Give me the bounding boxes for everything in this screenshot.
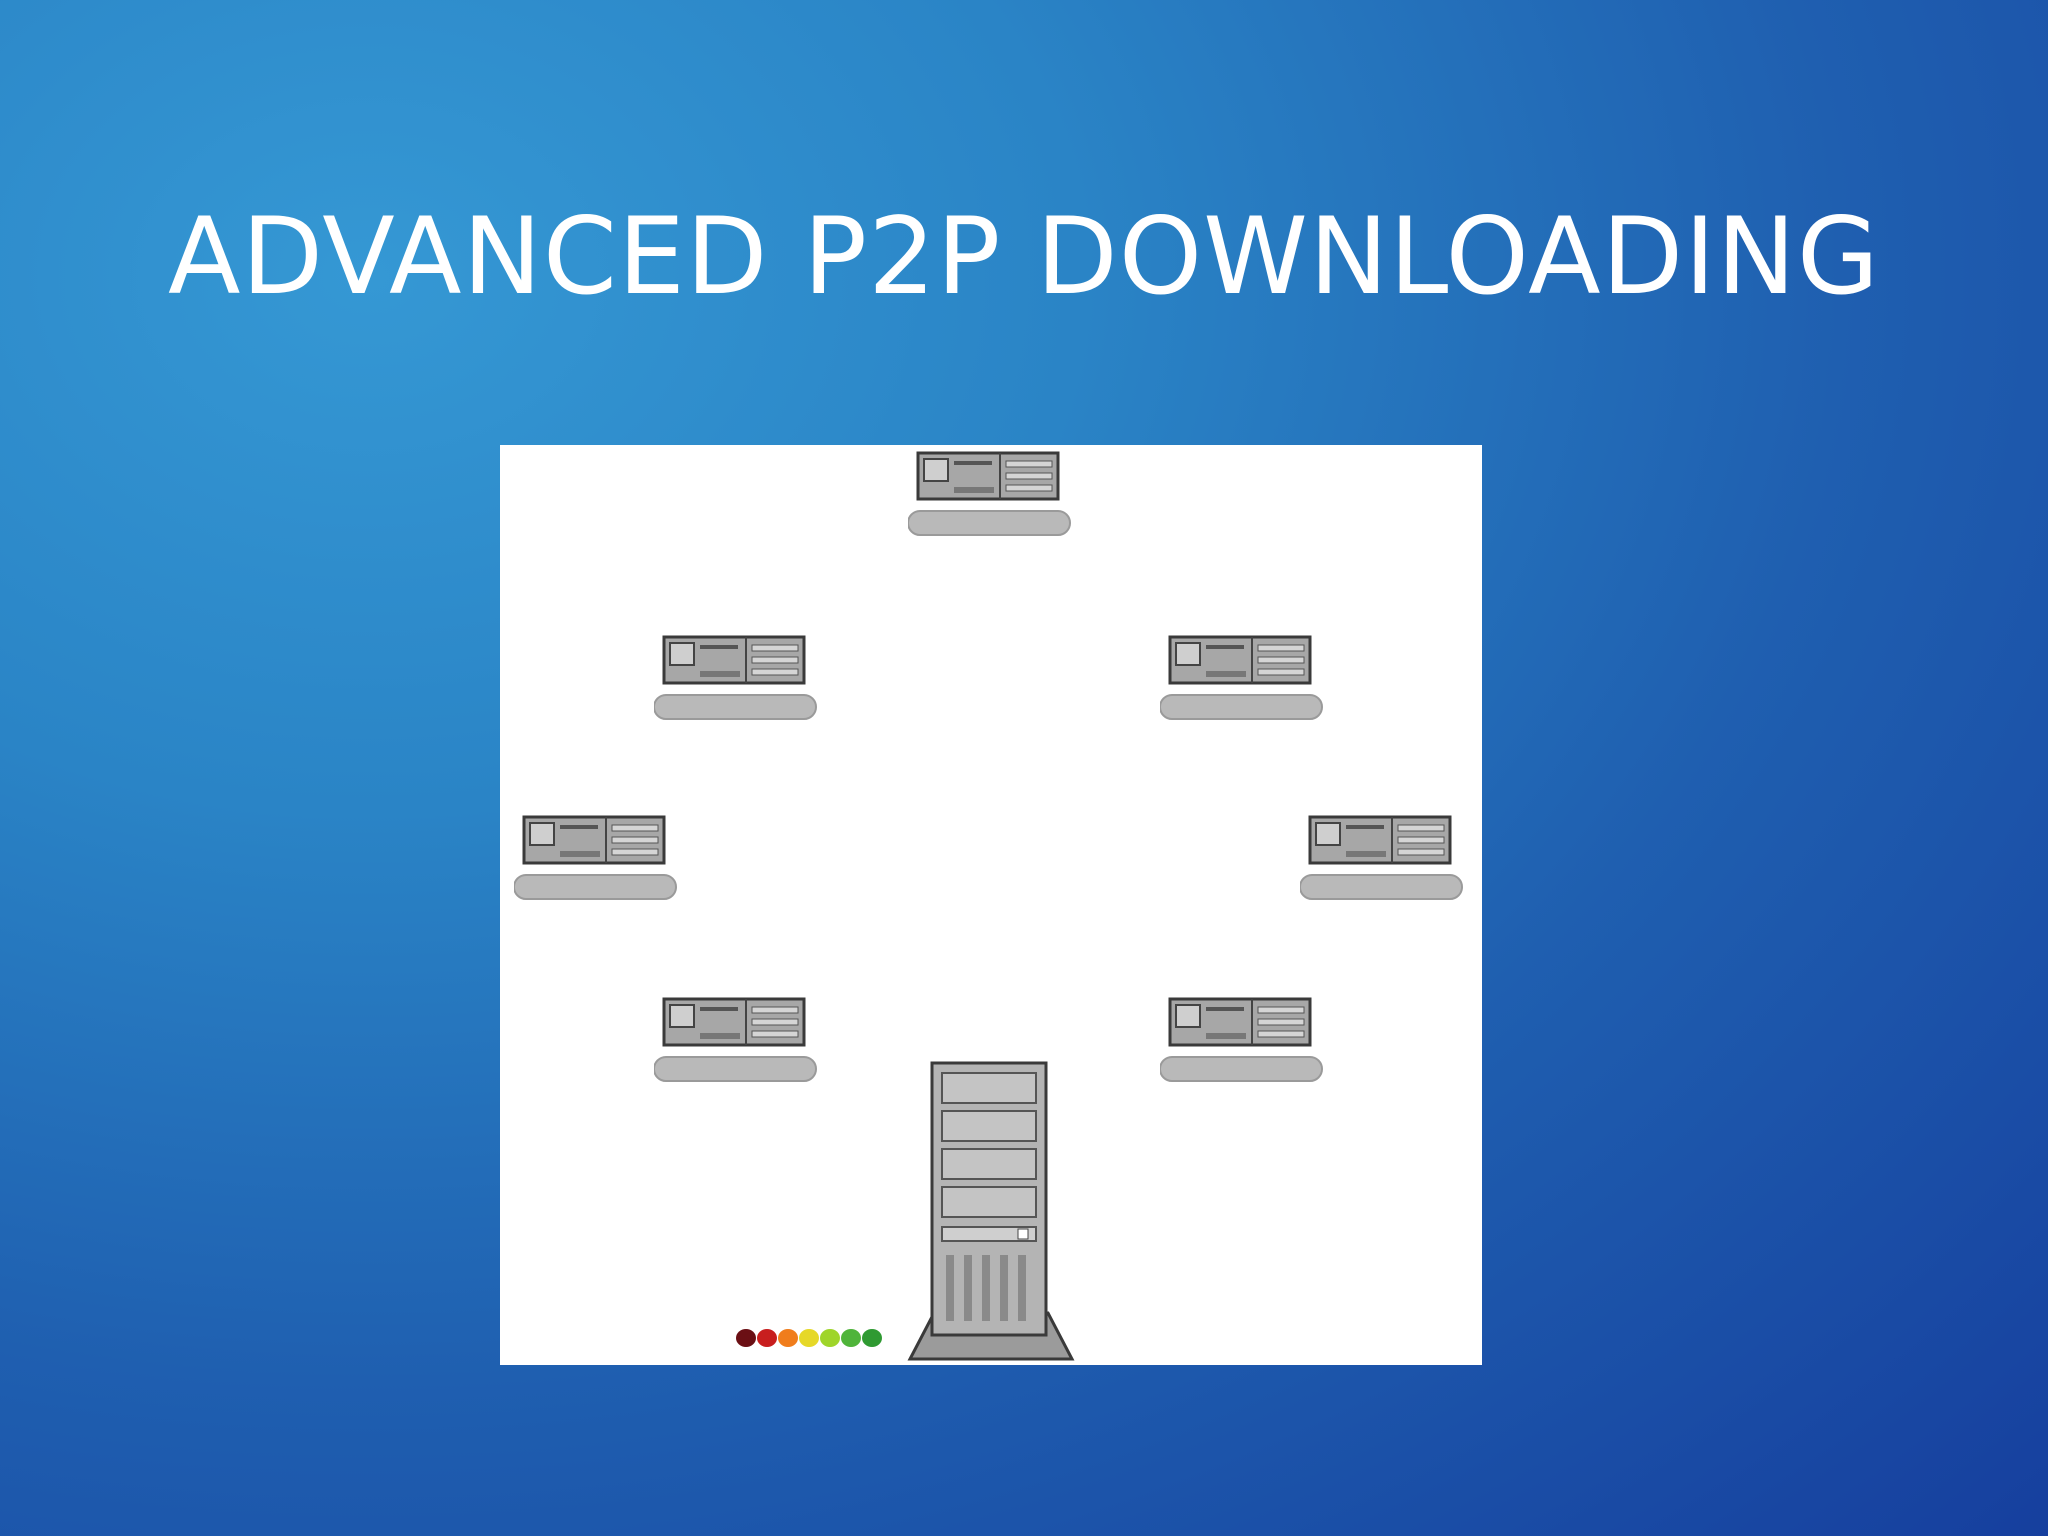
peer-computer-lower-right [1160,997,1328,1083]
meter-segment [736,1329,756,1347]
download-progress-meter [736,1325,896,1351]
desktop-computer-icon [1160,997,1323,1082]
peer-computer-middle-left [514,815,682,901]
meter-segment [841,1329,861,1347]
progress-meter-icon [736,1329,882,1347]
server-tower-icon [907,1061,1075,1361]
peer-computer-middle-right [1300,815,1468,901]
desktop-computer-icon [1300,815,1463,900]
peer-computer-upper-left [654,635,822,721]
meter-segment [862,1329,882,1347]
meter-segment [820,1329,840,1347]
meter-segment [799,1329,819,1347]
peer-computer-lower-left [654,997,822,1083]
desktop-computer-icon [908,451,1071,536]
peer-computer-upper-right [1160,635,1328,721]
p2p-diagram-panel [500,445,1482,1365]
peer-computer-top [908,451,1076,537]
desktop-computer-icon [654,997,817,1082]
desktop-computer-icon [654,635,817,720]
meter-segment [757,1329,777,1347]
server-tower [906,1061,1076,1363]
slide-title: ADVANCED P2P DOWNLOADING [168,195,1880,319]
desktop-computer-icon [514,815,677,900]
meter-segment [778,1329,798,1347]
desktop-computer-icon [1160,635,1323,720]
